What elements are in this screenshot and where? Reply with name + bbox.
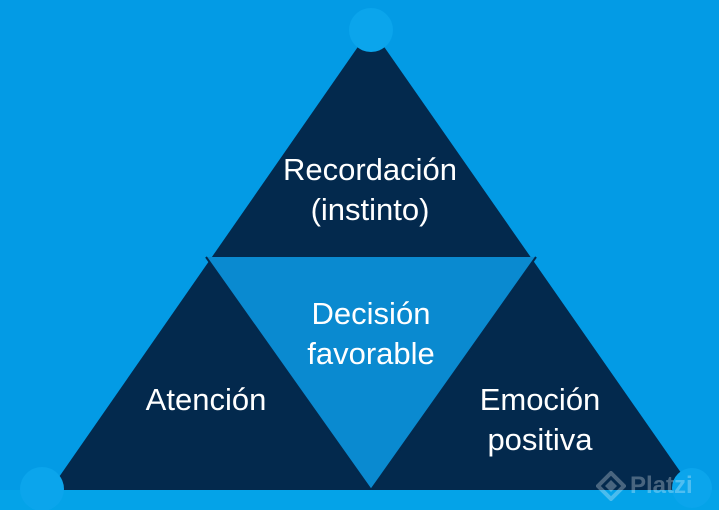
- label-decision-line2: favorable: [307, 336, 435, 371]
- center-triangle: [206, 257, 536, 490]
- label-emocion: Emoción positiva: [450, 380, 630, 460]
- label-atencion: Atención: [116, 380, 296, 420]
- label-recordacion: Recordación (instinto): [250, 150, 490, 230]
- label-decision-line1: Decisión: [311, 296, 431, 331]
- node-top: [349, 8, 393, 52]
- watermark-text: Platzi: [630, 472, 693, 499]
- label-recordacion-line2: (instinto): [310, 192, 430, 227]
- label-emocion-line1: Emoción: [479, 382, 601, 417]
- node-bottom-right: [672, 468, 712, 508]
- label-recordacion-line1: Recordación: [282, 152, 458, 187]
- label-emocion-line2: positiva: [487, 422, 593, 457]
- platzi-watermark: Platzi: [596, 465, 706, 505]
- divider-right: [370, 256, 537, 491]
- divider-left: [205, 256, 372, 491]
- label-decision: Decisión favorable: [260, 294, 482, 374]
- label-atencion-line1: Atención: [145, 382, 267, 417]
- node-bottom-left: [20, 467, 64, 510]
- platzi-logo-icon: [596, 471, 626, 501]
- bottom-bar: [0, 490, 719, 510]
